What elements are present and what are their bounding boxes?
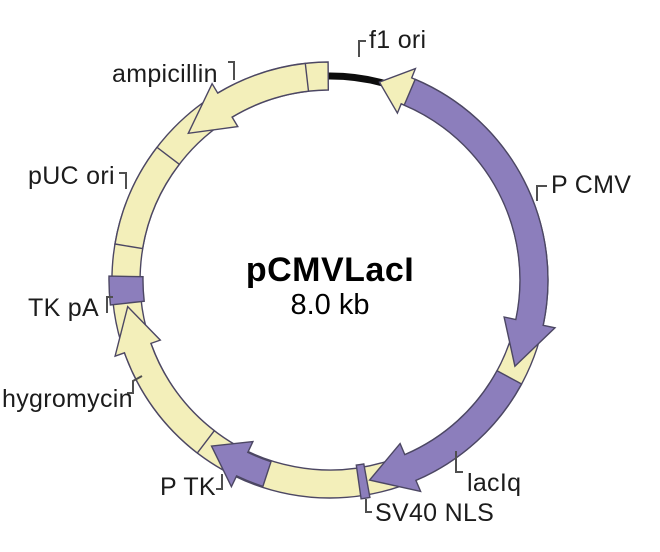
label-p-tk: P TK	[160, 473, 216, 501]
label-f1-ori: f1 ori	[369, 26, 426, 54]
feature-laciq	[368, 369, 523, 493]
plasmid-size: 8.0 kb	[291, 289, 370, 321]
leader-p-tk	[216, 474, 223, 490]
leader-laciq	[455, 451, 463, 473]
feature-ampicillin	[187, 62, 310, 135]
leader-f1-ori	[358, 40, 366, 57]
feature-sv40-nls	[355, 463, 371, 500]
label-hygromycin: hygromycin	[2, 385, 133, 413]
label-laciq: lacIq	[467, 469, 521, 497]
leader-tk-pa	[106, 296, 113, 313]
label-ampicillin: ampicillin	[112, 60, 218, 88]
feature-puc-ori	[114, 146, 181, 250]
leader-ampicillin	[228, 61, 235, 80]
label-tk-pa: TK pA	[28, 294, 99, 322]
feature-p-cmv	[403, 78, 557, 368]
label-p-cmv: P CMV	[551, 171, 631, 199]
label-puc-ori: pUC ori	[28, 162, 115, 190]
label-sv40-nls: SV40 NLS	[375, 499, 494, 527]
leader-sv40-nls	[365, 499, 372, 513]
leader-hygromycin	[127, 375, 143, 394]
feature-hygromycin	[114, 305, 216, 454]
feature-tk-pa	[108, 275, 145, 306]
plasmid-title: pCMVLacI	[246, 251, 414, 289]
leader-p-cmv	[536, 185, 547, 201]
feature-p-tk	[210, 440, 272, 489]
leader-puc-ori	[119, 172, 127, 189]
